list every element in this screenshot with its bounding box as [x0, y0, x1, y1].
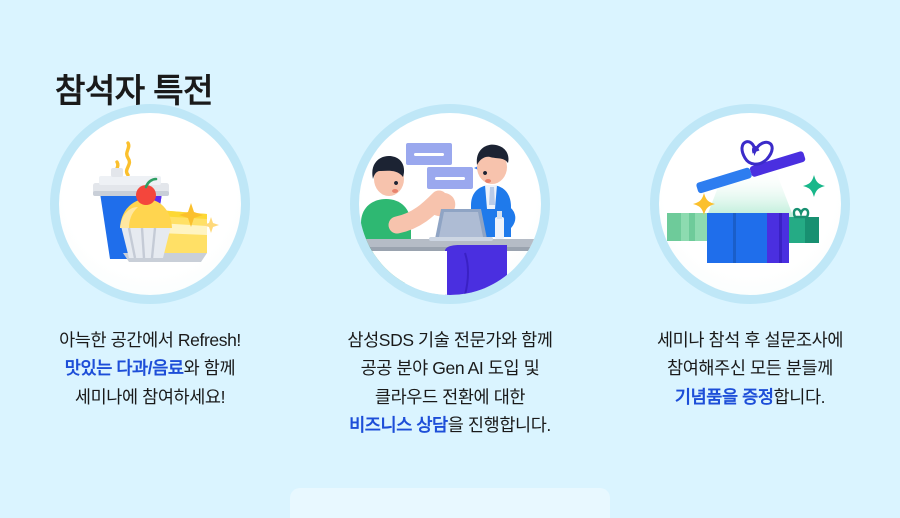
benefit-card: 삼성SDS 기술 전문가와 함께 공공 분야 Gen AI 도입 및 클라우드 … — [300, 104, 600, 457]
caption-line: 세미나에 참여하세요! — [5, 383, 295, 411]
page-title: 참석자 특전 — [55, 72, 213, 110]
caption-line: 맛있는 다과/음료와 함께 — [5, 354, 295, 382]
caption-text: 세미나에 참여하세요! — [74, 386, 226, 407]
caption-text: 합니다. — [773, 386, 826, 407]
caption-line: 참여해주신 모든 분들께 — [605, 354, 895, 382]
caption-line: 비즈니스 상담을 진행합니다. — [305, 411, 595, 439]
caption-text: 을 진행합니다. — [447, 415, 552, 436]
attendee-benefits-section: 참석자 특전 — [0, 72, 900, 518]
benefit-card: 세미나 참석 후 설문조사에 참여해주신 모든 분들께 기념품을 증정합니다. — [600, 104, 900, 457]
caption-highlight: 비즈니스 상담 — [349, 415, 448, 436]
caption-text: 와 함께 — [183, 358, 236, 379]
caption-text: 공공 분야 Gen AI 도입 및 — [360, 358, 540, 379]
benefit-card-list: 아늑한 공간에서 Refresh! 맛있는 다과/음료와 함께 세미나에 참여하… — [0, 104, 900, 457]
benefit-caption: 아늑한 공간에서 Refresh! 맛있는 다과/음료와 함께 세미나에 참여하… — [5, 326, 295, 411]
benefit-caption: 세미나 참석 후 설문조사에 참여해주신 모든 분들께 기념품을 증정합니다. — [605, 326, 895, 411]
caption-text: 세미나 참석 후 설문조사에 — [656, 330, 844, 350]
benefit-caption: 삼성SDS 기술 전문가와 함께 공공 분야 Gen AI 도입 및 클라우드 … — [305, 326, 595, 439]
caption-line: 세미나 참석 후 설문조사에 — [605, 326, 895, 354]
illustration-circle — [650, 104, 850, 304]
illustration-circle — [350, 104, 550, 304]
caption-highlight: 맛있는 다과/음료 — [64, 358, 184, 379]
caption-line: 공공 분야 Gen AI 도입 및 — [305, 354, 595, 382]
caption-text: 삼성SDS 기술 전문가와 함께 — [347, 330, 553, 350]
caption-line: 삼성SDS 기술 전문가와 함께 — [305, 326, 595, 354]
caption-line: 기념품을 증정합니다. — [605, 383, 895, 411]
caption-text: 아늑한 공간에서 Refresh! — [59, 330, 241, 350]
caption-line: 클라우드 전환에 대한 — [305, 383, 595, 411]
caption-line: 아늑한 공간에서 Refresh! — [5, 326, 295, 354]
caption-highlight: 기념품을 증정 — [674, 386, 774, 407]
business-consultation-illustration — [359, 113, 541, 295]
gift-box-illustration — [659, 113, 841, 295]
next-section-card-peek — [290, 488, 610, 518]
benefit-card: 아늑한 공간에서 Refresh! 맛있는 다과/음료와 함께 세미나에 참여하… — [0, 104, 300, 457]
caption-text: 참여해주신 모든 분들께 — [667, 358, 833, 379]
caption-text: 클라우드 전환에 대한 — [374, 386, 526, 407]
illustration-circle — [50, 104, 250, 304]
coffee-and-dessert-illustration — [59, 113, 241, 295]
